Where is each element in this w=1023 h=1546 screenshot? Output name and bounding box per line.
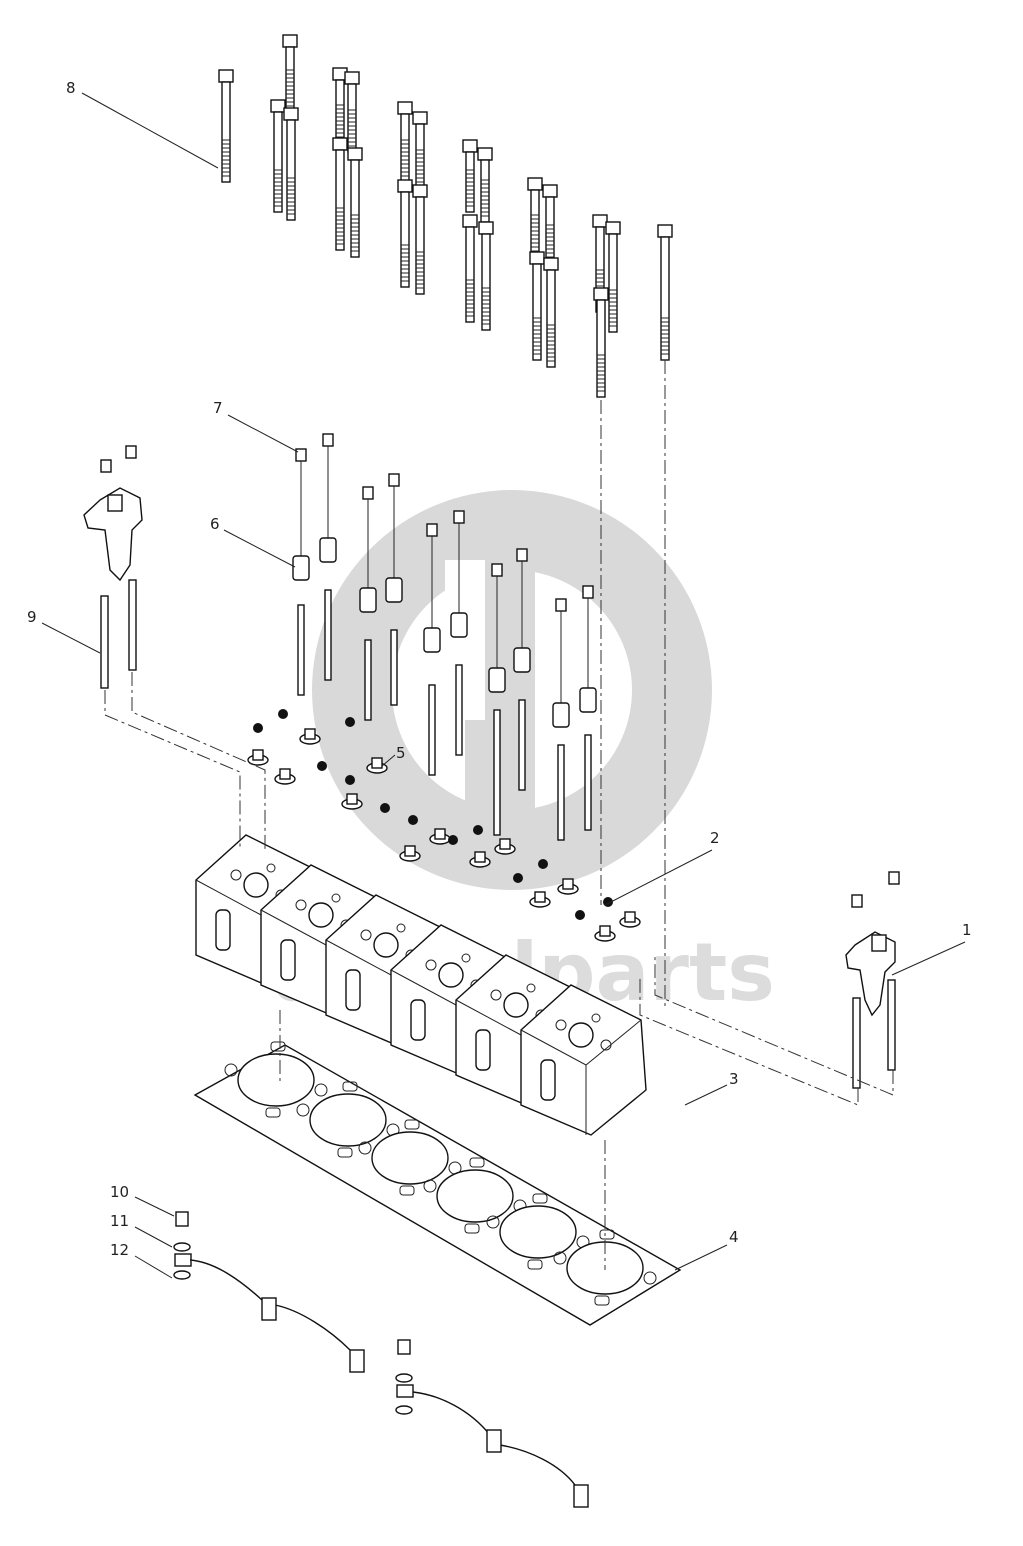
valve-cap <box>380 803 390 813</box>
head-bolt <box>657 224 673 361</box>
stud-assembly <box>552 598 570 841</box>
callout-1: 1 <box>891 921 972 976</box>
head-bolt <box>462 214 478 323</box>
valve-cap <box>513 873 523 883</box>
callout-number: 5 <box>396 744 406 762</box>
callout-3: 3 <box>684 1070 739 1106</box>
stud-assembly <box>385 473 403 706</box>
head-bolt <box>332 137 348 251</box>
valve-cap <box>317 761 327 771</box>
callout-7: 7 <box>213 399 299 453</box>
valve-cap <box>448 835 458 845</box>
callout-number: 12 <box>110 1241 129 1259</box>
lifting-bracket-left <box>83 445 143 689</box>
head-bolt <box>283 107 299 221</box>
callout-2: 2 <box>604 829 720 906</box>
callout-number: 11 <box>110 1212 129 1230</box>
cylinder-heads <box>195 834 647 1136</box>
valve-cap <box>247 749 269 766</box>
valve-cap <box>274 768 296 785</box>
head-bolt <box>412 184 428 295</box>
valve-cap <box>538 859 548 869</box>
head-bolt <box>270 99 286 213</box>
cylinder-head <box>520 984 647 1136</box>
gasket-bore <box>224 1041 328 1118</box>
head-bolt <box>478 221 494 331</box>
head-bolt <box>542 184 558 268</box>
valve-cap <box>575 910 585 920</box>
callout-5: 5 <box>381 744 406 767</box>
gasket-bore <box>358 1119 462 1196</box>
callout-number: 6 <box>210 515 220 533</box>
valve-cap <box>341 793 363 810</box>
valve-cap <box>619 911 641 928</box>
callout-number: 2 <box>710 829 720 847</box>
assembly-lines <box>104 360 894 1270</box>
valve-cap <box>473 825 483 835</box>
head-bolt <box>462 139 478 213</box>
valve-cap <box>557 878 579 895</box>
head-bolt <box>529 251 545 361</box>
oil-pipe-lower <box>395 1339 589 1508</box>
valve-caps <box>247 709 641 942</box>
head-bolt <box>605 221 621 333</box>
valve-cap <box>494 838 516 855</box>
stud-assembly <box>488 563 506 836</box>
stud-assembly <box>292 448 310 696</box>
valve-cap <box>408 815 418 825</box>
callout-number: 1 <box>962 921 972 939</box>
head-gasket <box>193 1041 682 1326</box>
lifting-bracket-right <box>845 871 900 1089</box>
head-bolt <box>593 287 609 398</box>
callout-number: 3 <box>729 1070 739 1088</box>
valve-cap <box>345 775 355 785</box>
stud-assembly <box>450 510 468 756</box>
callout-11: 11 <box>110 1212 173 1248</box>
valve-cap <box>594 925 616 942</box>
stud-assembly <box>513 548 531 791</box>
head-bolts <box>218 34 673 398</box>
valve-cap <box>469 851 491 868</box>
head-bolt <box>543 257 559 368</box>
valve-cap <box>253 723 263 733</box>
callout-6: 6 <box>210 515 296 568</box>
callout-8: 8 <box>66 79 219 169</box>
head-bolt <box>344 71 360 153</box>
studs-spacers-nuts <box>292 433 597 841</box>
valve-cap <box>345 717 355 727</box>
gasket-bore <box>486 1193 590 1270</box>
callout-4: 4 <box>674 1228 739 1271</box>
valve-cap <box>399 845 421 862</box>
stud-assembly <box>579 585 597 831</box>
stud-assembly <box>359 486 377 721</box>
callout-number: 4 <box>729 1228 739 1246</box>
oil-pipe-upper <box>173 1211 365 1373</box>
gasket-bore <box>296 1081 400 1158</box>
gasket-bore <box>423 1157 527 1234</box>
head-bolt <box>332 67 348 148</box>
callout-number: 9 <box>27 608 37 626</box>
callout-number: 7 <box>213 399 223 417</box>
head-bolt <box>347 147 363 258</box>
head-bolt <box>397 179 413 288</box>
valve-cap <box>529 891 551 908</box>
head-bolt <box>527 177 543 258</box>
callout-number: 10 <box>110 1183 129 1201</box>
stud-assembly <box>423 523 441 776</box>
callout-10: 10 <box>110 1183 175 1217</box>
valve-cap <box>299 728 321 745</box>
valve-cap <box>278 709 288 719</box>
callout-12: 12 <box>110 1241 173 1279</box>
head-bolt <box>218 69 234 183</box>
head-bolt <box>477 147 493 223</box>
callout-9: 9 <box>27 608 101 654</box>
callout-number: 8 <box>66 79 76 97</box>
head-bolt <box>412 111 428 193</box>
stud-assembly <box>319 433 337 681</box>
head-bolt <box>397 101 413 183</box>
